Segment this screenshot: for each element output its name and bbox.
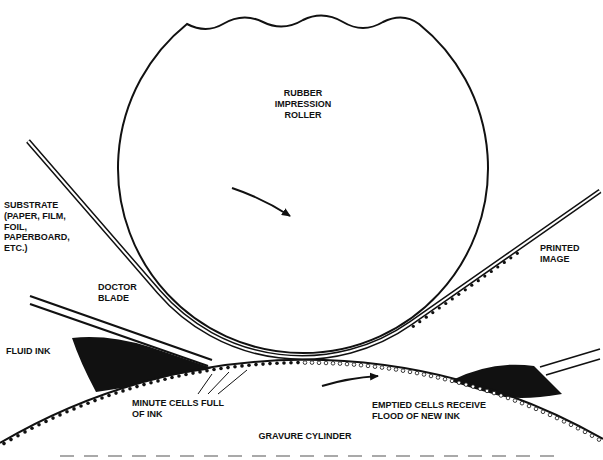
impression-roller: RUBBER IMPRESSION ROLLER: [118, 10, 488, 356]
printed-dot: [457, 293, 460, 296]
callout-label: FLUID INK: [6, 346, 56, 357]
printed-dot: [425, 316, 428, 319]
fountain-lines: [540, 349, 600, 375]
printed-dot: [438, 306, 441, 309]
ink-pool: [72, 337, 212, 392]
printed-dot: [490, 270, 493, 273]
printed-dot: [509, 256, 512, 259]
printed-dot: [470, 284, 473, 287]
callout-label: DOCTOR BLADE: [98, 282, 158, 304]
part-name: GRAVURE CYLINDER: [250, 431, 360, 442]
printed-dot: [418, 320, 421, 323]
printed-dot: [477, 279, 480, 282]
printed-dots: [412, 252, 519, 328]
callout-label: MINUTE CELLS FULL OF INK: [132, 398, 228, 420]
printed-dot: [516, 252, 519, 255]
printed-dot: [496, 265, 499, 268]
part-name: RUBBER IMPRESSION ROLLER: [263, 88, 343, 120]
callout-label: SUBSTRATE (PAPER, FILM, FOIL, PAPERBOARD…: [4, 200, 82, 254]
impression-roller-outline: [118, 10, 488, 356]
printed-dot: [483, 275, 486, 278]
rotation-arrow: [322, 376, 378, 386]
leader-line: [198, 370, 247, 394]
printed-dot: [444, 302, 447, 305]
printed-dot: [503, 261, 506, 264]
gravure-cylinder-outline: [0, 355, 603, 460]
printed-dot: [464, 288, 467, 291]
callout-label: PRINTED IMAGE: [540, 243, 600, 265]
printed-dot: [431, 311, 434, 314]
gravure-cylinder: GRAVURE CYLINDER: [0, 355, 603, 460]
printed-dot: [412, 325, 415, 328]
rotation-arrow: [232, 188, 290, 216]
callout-label: EMPTIED CELLS RECEIVE FLOOD OF NEW INK: [372, 400, 504, 422]
printed-dot: [451, 297, 454, 300]
base-dashes: [60, 455, 560, 456]
